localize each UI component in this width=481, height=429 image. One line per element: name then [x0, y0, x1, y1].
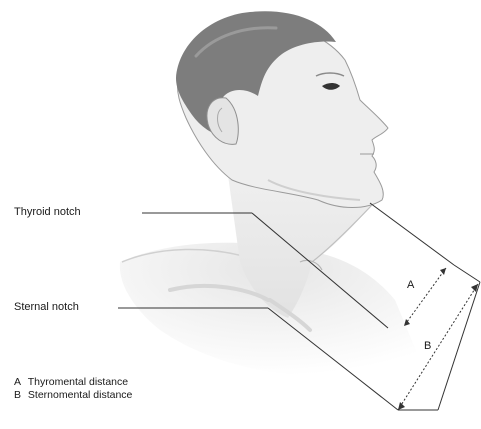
legend-text-b: Sternomental distance [28, 389, 132, 401]
dimension-a-label: A [407, 279, 414, 292]
dimension-a-arrow-bottom [404, 319, 410, 326]
dimension-a-arrow-top [440, 268, 446, 275]
dimension-box-top [370, 203, 454, 265]
dimension-b-label: B [424, 340, 431, 353]
dimension-box-right [454, 265, 480, 282]
legend-row-b: B Sternomental distance [14, 389, 132, 402]
legend-text-a: Thyromental distance [28, 376, 128, 388]
dimension-a-line [404, 268, 446, 326]
legend: A Thyromental distance B Sternomental di… [14, 376, 132, 402]
dimension-box-outer [438, 282, 480, 410]
dimension-b-arrow-bottom [398, 402, 405, 410]
legend-row-a: A Thyromental distance [14, 376, 132, 389]
legend-key-a: A [14, 376, 25, 389]
legend-key-b: B [14, 389, 25, 402]
thyroid-notch-label: Thyroid notch [14, 206, 81, 219]
sternal-notch-label: Sternal notch [14, 301, 79, 314]
